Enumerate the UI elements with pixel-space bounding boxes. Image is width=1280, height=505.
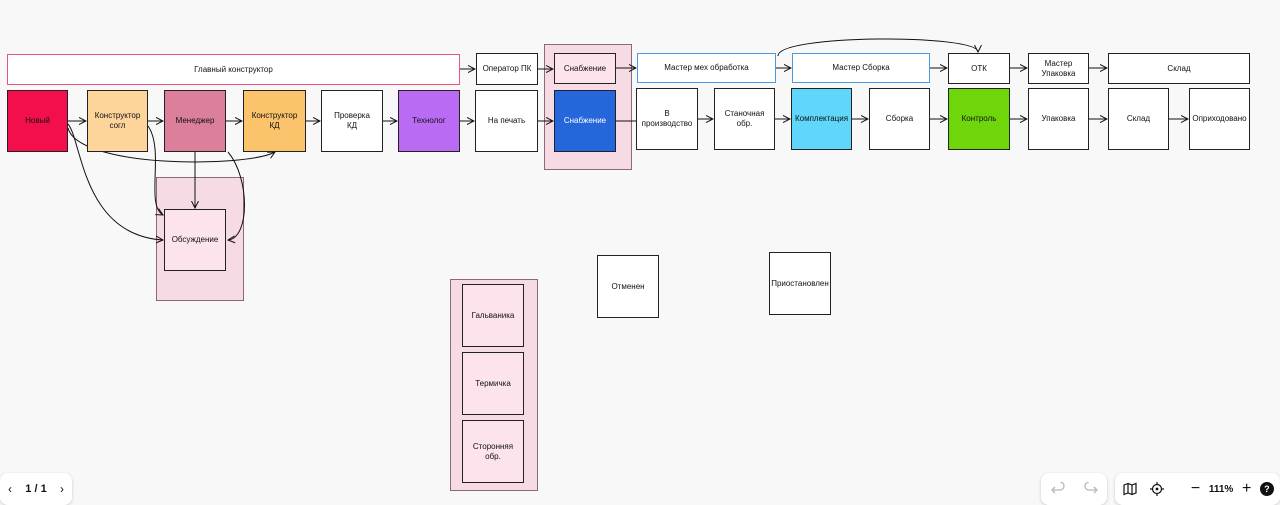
node-novy[interactable]: Новый: [7, 90, 68, 152]
next-page-icon[interactable]: ›: [60, 482, 64, 496]
map-icon[interactable]: [1121, 480, 1139, 498]
node-operator-pk[interactable]: Оператор ПК: [476, 53, 538, 85]
node-galvanika[interactable]: Гальваника: [462, 284, 524, 347]
node-priostanovlen[interactable]: Приостановлен: [769, 252, 831, 315]
node-upakovka[interactable]: Упаковка: [1028, 88, 1089, 150]
focus-target-icon[interactable]: [1148, 480, 1166, 498]
node-konstruktor-sogl[interactable]: Конструктор согл: [87, 90, 148, 152]
node-konstruktor-kd[interactable]: Конструктор КД: [243, 90, 306, 152]
node-termichka[interactable]: Термичка: [462, 352, 524, 415]
node-v-proizvodstvo[interactable]: В производство: [636, 88, 698, 150]
node-snabzhenie-main[interactable]: Снабжение: [554, 90, 616, 152]
node-master-mech[interactable]: Мастер мех обработка: [637, 53, 776, 83]
node-master-upakovka[interactable]: Мастер Упаковка: [1028, 53, 1089, 84]
redo-icon[interactable]: [1082, 480, 1100, 498]
node-na-pechat[interactable]: На печать: [475, 90, 538, 152]
node-obsuzhdenie[interactable]: Обсуждение: [164, 209, 226, 271]
node-menedzher[interactable]: Менеджер: [164, 90, 226, 152]
node-glavny-konstruktor[interactable]: Главный конструктор: [7, 54, 460, 85]
node-oprihodovano[interactable]: Оприходовано: [1189, 88, 1250, 150]
history-toolbar: [1041, 473, 1107, 505]
node-proverka-kd[interactable]: Проверка КД: [321, 90, 383, 152]
prev-page-icon[interactable]: ‹: [8, 482, 12, 496]
node-otk[interactable]: ОТК: [948, 53, 1010, 84]
help-button[interactable]: ?: [1259, 482, 1274, 496]
zoom-out-button[interactable]: −: [1190, 480, 1201, 497]
node-tehnolog[interactable]: Технолог: [398, 90, 460, 152]
node-otmenen[interactable]: Отменен: [597, 255, 659, 318]
node-komplektatsiya[interactable]: Комплектация: [791, 88, 852, 150]
undo-icon[interactable]: [1049, 480, 1067, 498]
node-storonnyaya[interactable]: Сторонняя обр.: [462, 420, 524, 483]
zoom-toolbar: − 111% + ?: [1115, 473, 1280, 505]
node-sklad-top[interactable]: Склад: [1108, 53, 1250, 84]
node-sklad[interactable]: Склад: [1108, 88, 1169, 150]
zoom-level: 111%: [1208, 483, 1234, 495]
node-snabzhenie-top[interactable]: Снабжение: [554, 53, 616, 84]
page-indicator: 1 / 1: [25, 483, 47, 495]
zoom-in-button[interactable]: +: [1241, 480, 1252, 497]
page-navigator: ‹ 1 / 1 ›: [0, 473, 72, 505]
node-stanochnaya[interactable]: Станочная обр.: [714, 88, 775, 150]
node-kontrol[interactable]: Контроль: [948, 88, 1010, 150]
node-sborka[interactable]: Сборка: [869, 88, 930, 150]
node-master-sborka[interactable]: Мастер Сборка: [792, 53, 930, 83]
